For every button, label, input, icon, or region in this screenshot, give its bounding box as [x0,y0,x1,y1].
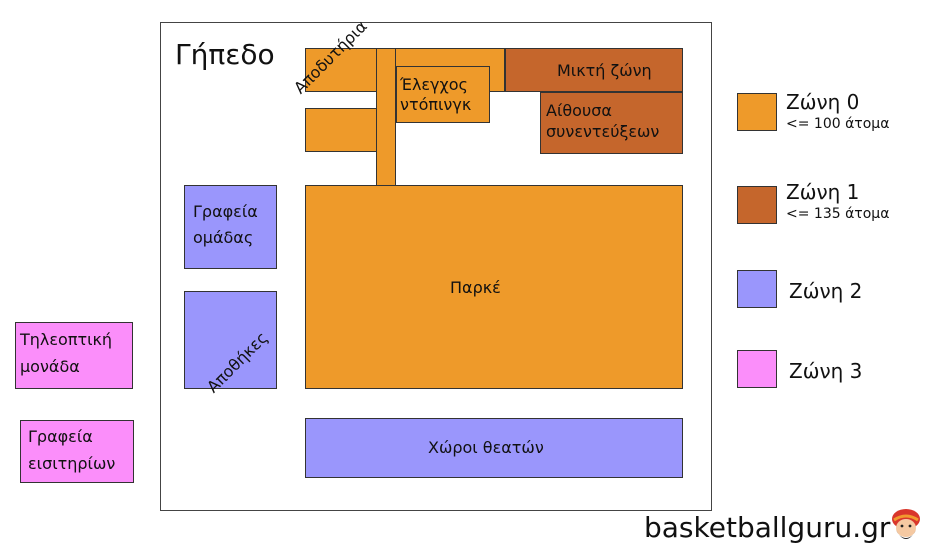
ticket-offices-label-line2: εισιτηρίων [28,454,116,473]
tv-unit-label-line1: Τηλεοπτική [20,330,113,349]
ticket-offices-label-line1: Γραφεία [28,427,93,446]
mixed-zone [505,48,683,92]
doping-label-line2: ντόπινγκ [400,95,472,114]
tv-unit-label-line2: μονάδα [20,357,80,376]
ticket-offices [20,420,134,483]
legend-zone2-label: Ζώνη 2 [789,279,863,303]
legend-zone0-label: Ζώνη 0 [786,90,860,114]
brand-text[interactable]: basketballguru.gr [644,511,891,544]
team-offices-label-line1: Γραφεία [193,202,258,221]
court-label: Παρκέ [450,278,501,297]
legend-zone1-note: <= 135 άτομα [786,206,890,222]
locker-room-bottom [305,108,378,152]
court-area [305,185,683,389]
legend-zone3-label: Ζώνη 3 [789,359,863,383]
stadium-outline [160,22,712,511]
stadium-title: Γήπεδο [175,38,275,71]
press-room-label-line2: συνεντεύξεων [546,122,660,141]
doping-label-line1: Έλεγχος [400,75,468,94]
team-offices [184,185,277,269]
press-room-label-line1: Αίθουσα [546,101,612,120]
legend-zone1-label: Ζώνη 1 [786,180,860,204]
legend-zone2-swatch [737,270,777,308]
doping-control-room [396,66,490,123]
legend-zone0-swatch [737,93,777,131]
storage-room [184,291,277,389]
corridor [376,48,396,186]
press-room [540,92,683,154]
mixed-zone-label: Μικτή ζώνη [557,61,652,80]
spectator-areas-label: Χώροι θεατών [428,438,544,457]
spectator-areas [305,418,683,478]
team-offices-label-line2: ομάδας [193,228,254,247]
tv-unit [15,322,133,389]
turban-avatar-icon [888,508,924,548]
legend-zone3-swatch [737,350,777,388]
legend-zone0-note: <= 100 άτομα [786,116,890,132]
legend-zone1-swatch [737,186,777,224]
